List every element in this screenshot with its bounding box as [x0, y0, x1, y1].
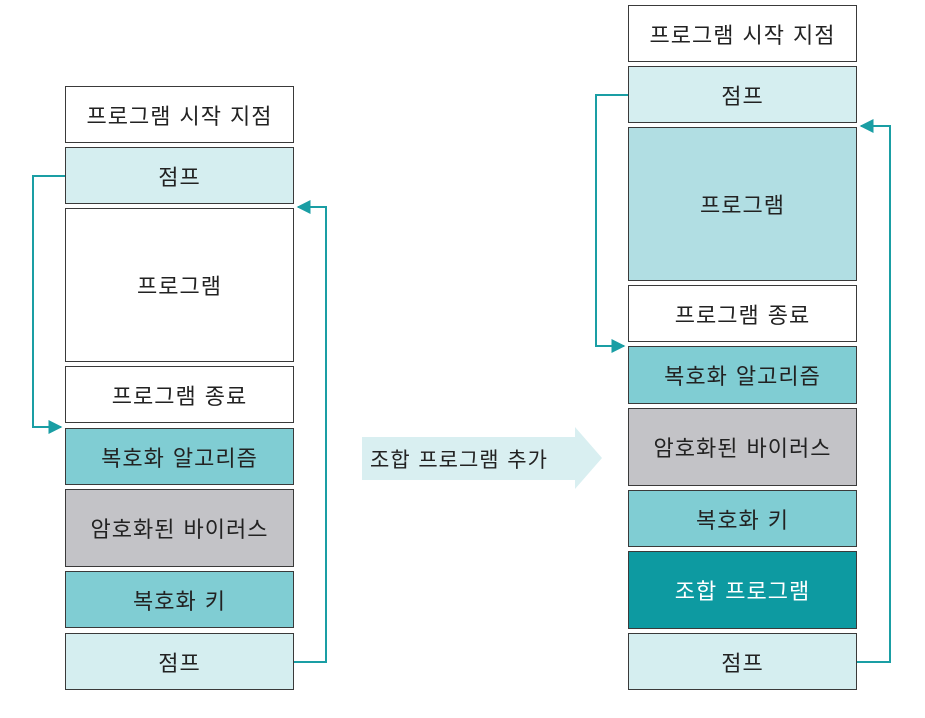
right-jump-arrow: [595, 94, 628, 353]
right-block-program: 프로그램: [628, 127, 857, 281]
right-block-decryption-key: 복호화 키: [628, 490, 857, 547]
right-block-combined-program: 조합 프로그램: [628, 551, 857, 629]
right-block-program-start: 프로그램 시작 지점: [628, 5, 857, 62]
right-return-arrow: [857, 119, 891, 663]
left-block-program: 프로그램: [65, 208, 294, 362]
right-block-decryption-algorithm: 복호화 알고리즘: [628, 346, 857, 404]
left-return-arrow: [294, 200, 327, 663]
left-block-program-end: 프로그램 종료: [65, 366, 294, 423]
left-block-jump: 점프: [65, 147, 294, 204]
left-block-encrypted-virus: 암호화된 바이러스: [65, 489, 294, 567]
right-block-jump-bottom: 점프: [628, 633, 857, 690]
left-block-decryption-key: 복호화 키: [65, 571, 294, 628]
left-block-program-start: 프로그램 시작 지점: [65, 86, 294, 143]
left-block-jump-bottom: 점프: [65, 633, 294, 690]
left-jump-arrow: [32, 175, 65, 434]
right-block-jump: 점프: [628, 66, 857, 123]
left-block-decryption-algorithm: 복호화 알고리즘: [65, 428, 294, 485]
transition-label: 조합 프로그램 추가: [370, 447, 548, 472]
right-block-program-end: 프로그램 종료: [628, 285, 857, 342]
transition-arrow: [362, 427, 602, 489]
right-block-encrypted-virus: 암호화된 바이러스: [628, 408, 857, 486]
